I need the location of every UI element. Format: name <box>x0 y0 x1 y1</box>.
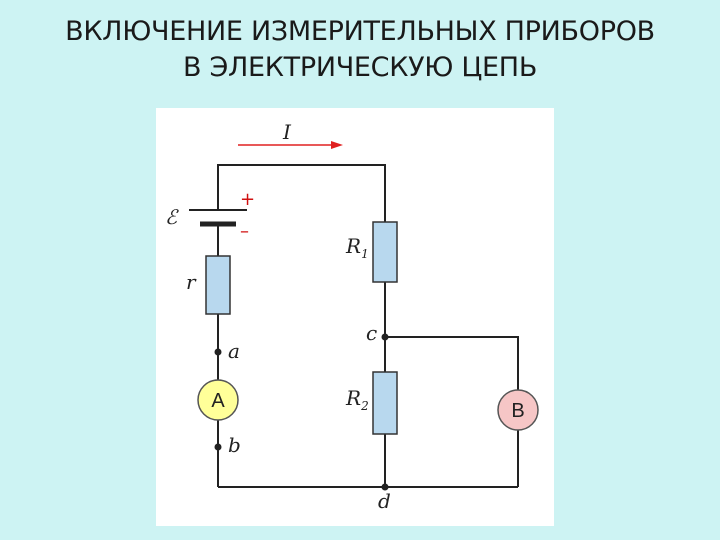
node-a-label: a <box>228 339 240 363</box>
circuit-panel <box>156 108 554 526</box>
wires <box>217 164 519 488</box>
title-line-1: ВКЛЮЧЕНИЕ ИЗМЕРИТЕЛЬНЫХ ПРИБОРОВ <box>65 16 655 47</box>
slide-title: ВКЛЮЧЕНИЕ ИЗМЕРИТЕЛЬНЫХ ПРИБОРОВ В ЭЛЕКТ… <box>0 14 720 86</box>
node-b-dot <box>214 443 222 451</box>
r2-label: R2 <box>345 386 369 413</box>
ammeter-label: A <box>211 390 225 412</box>
node-a-dot <box>214 348 222 356</box>
node-b-label: b <box>228 433 241 457</box>
wire-top <box>217 164 386 222</box>
voltmeter-label: B <box>511 400 524 422</box>
minus-sign: – <box>240 221 249 242</box>
current-arrow <box>238 141 343 149</box>
node-c-label: c <box>366 321 377 345</box>
current-label: I <box>282 120 292 144</box>
title-line-2: В ЭЛЕКТРИЧЕСКУЮ ЦЕПЬ <box>182 52 538 83</box>
node-c-dot <box>381 333 389 341</box>
wire-voltmeter-top <box>385 336 519 390</box>
emf-label: ℰ <box>165 205 179 229</box>
r1-label: R1 <box>345 234 369 261</box>
internal-resistance-label: r <box>186 270 197 294</box>
node-d-dot <box>381 483 389 491</box>
resistor-r1 <box>372 221 398 283</box>
ammeter-icon <box>197 379 239 421</box>
resistor-r2 <box>372 371 398 435</box>
internal-resistor <box>205 255 231 315</box>
node-d-label: d <box>378 489 391 513</box>
battery-symbol <box>189 209 247 227</box>
voltmeter-icon <box>497 389 539 431</box>
plus-sign: + <box>240 189 255 210</box>
